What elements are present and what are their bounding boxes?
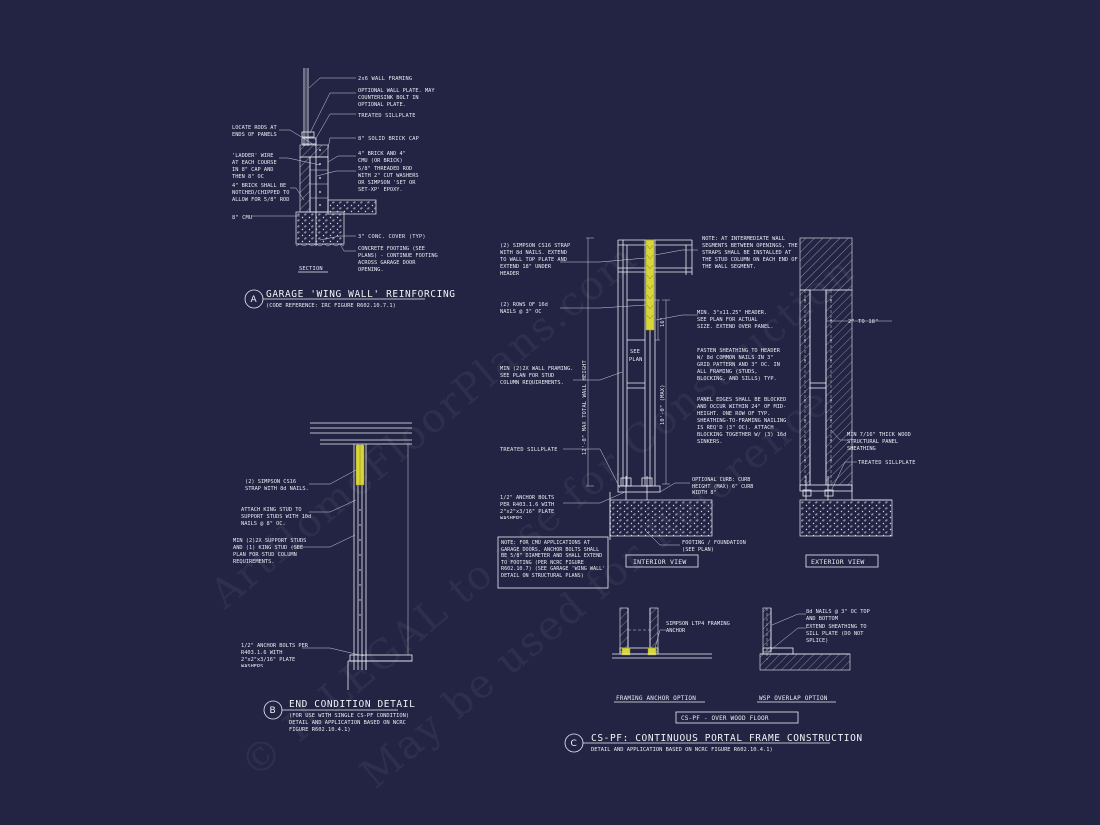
detail-a-subtitle: (CODE REFERENCE: IRC FIGURE R602.10.7.1) xyxy=(266,303,396,309)
detail-c-title-text: CS-PF: CONTINUOUS PORTAL FRAME CONSTRUCT… xyxy=(591,733,863,744)
detail-c-exterior-notes: 2" TO 18" MIN 7/16" THICK WOOD STRUCTURA… xyxy=(805,319,916,568)
exterior-view-label: EXTERIOR VIEW xyxy=(811,558,864,566)
detail-a-section xyxy=(252,68,377,252)
detail-a-title-text: GARAGE 'WING WALL' REINFORCING xyxy=(266,289,456,300)
note-a-3: TREATED SILLPLATE xyxy=(358,113,416,119)
note-a-1: 2x6 WALL FRAMING xyxy=(358,76,412,82)
note-c-2: (2) ROWS OF 16d NAILS @ 3" OC xyxy=(500,302,548,315)
interior-view-label: INTERIOR VIEW xyxy=(633,558,686,566)
see-plan-2: PLAN xyxy=(629,357,643,363)
detail-b-title: B END CONDITION DETAIL (FOR USE WITH SIN… xyxy=(263,699,415,733)
note-c-mid-1: NOTE: AT INTERMEDIATE WALL SEGMENTS BETW… xyxy=(702,236,798,270)
note-c-ext-1: MIN 7/16" THICK WOOD STRUCTURAL PANEL SH… xyxy=(847,432,911,452)
detail-c-title: C CS-PF: CONTINUOUS PORTAL FRAME CONSTRU… xyxy=(564,733,863,753)
cmu-note-box xyxy=(497,536,609,589)
detail-a-notes: 2x6 WALL FRAMING OPTIONAL WALL PLATE. MA… xyxy=(232,76,438,273)
note-c-mid-6: FOOTING / FOUNDATION (SEE PLAN) xyxy=(682,540,746,553)
note-a-4: 8" SOLID BRICK CAP xyxy=(358,136,419,142)
note-a-left-1: LOCATE RODS AT ENDS OF PANELS xyxy=(232,125,277,138)
detail-b-subtitle-2: DETAIL AND APPLICATION BASED ON NCRC xyxy=(289,720,406,726)
opt2-note-2: EXTEND SHEATHING TO SILL PLATE (DO NOT S… xyxy=(806,624,867,644)
note-a-2: OPTIONAL WALL PLATE. MAY COUNTERSINK BOL… xyxy=(358,88,435,108)
detail-c-interior-view xyxy=(560,237,713,546)
cmu-note-text: NOTE: FOR CMU APPLICATIONS AT GARAGE DOO… xyxy=(501,540,606,579)
note-c-3: MIN (2)2X WALL FRAMING. SEE PLAN FOR STU… xyxy=(500,366,574,386)
floor-label-box: CS-PF - OVER WOOD FLOOR xyxy=(675,711,799,724)
detail-b-notes: (2) SIMPSON CS16 STRAP WITH 8d NAILS. AT… xyxy=(233,479,312,667)
detail-a-bubble-letter: A xyxy=(251,295,258,305)
detail-b-title-text: END CONDITION DETAIL xyxy=(289,699,415,710)
opt2-label-text: WSP OVERLAP OPTION xyxy=(759,695,828,702)
detail-b-subtitle-3: FIGURE R602.10.4.1) xyxy=(289,727,351,733)
detail-a-title: A GARAGE 'WING WALL' REINFORCING (CODE R… xyxy=(244,289,456,309)
detail-c-subtitle: DETAIL AND APPLICATION BASED ON NCRC FIG… xyxy=(591,747,773,753)
opt2-note-1: 8d NAILS @ 3" OC TOP AND BOTTOM xyxy=(806,609,870,622)
note-b-1: (2) SIMPSON CS16 STRAP WITH 8d NAILS. xyxy=(245,479,309,492)
dim-ext-range: 2" TO 18" xyxy=(848,319,879,325)
note-a-7: 3" CONC. COVER (TYP) xyxy=(358,234,426,240)
note-a-left-4: 8" CMU xyxy=(232,215,252,221)
note-c-mid-3: FASTEN SHEATHING TO HEADER W/ 8d COMMON … xyxy=(697,348,780,382)
opt1-note: SIMPSON LTP4 FRAMING ANCHOR xyxy=(666,621,730,634)
wsp-overlap-option: 8d NAILS @ 3" OC TOP AND BOTTOM EXTEND S… xyxy=(757,607,870,703)
note-c-1: (2) SIMPSON CS16 STRAP WITH 8d NAILS. EX… xyxy=(500,243,571,277)
section-label: SECTION xyxy=(299,266,323,272)
note-a-5: 4" BRICK AND 4" CMU (OR BRICK) xyxy=(358,151,406,164)
detail-c-bubble-letter: C xyxy=(571,739,577,749)
note-c-ext-2: TREATED SILLPLATE xyxy=(858,460,916,466)
detail-c-exterior-view xyxy=(799,237,893,537)
note-c-mid-5: OPTIONAL CURB: CURB HEIGHT (MAX) 6" CURB… xyxy=(692,477,754,497)
framing-anchor-option: SIMPSON LTP4 FRAMING ANCHOR FRAMING ANCH… xyxy=(612,607,730,703)
detail-b-elevation xyxy=(292,422,413,690)
note-a-left-3: 4" BRICK SHALL BE NOTCHED/CHIPPED TO ALL… xyxy=(232,183,290,203)
detail-c-interior-notes: (2) SIMPSON CS16 STRAP WITH 8d NAILS. EX… xyxy=(497,236,798,589)
note-b-4: 1/2" ANCHOR BOLTS PER R403.1.6 WITH 2"x2… xyxy=(241,643,308,667)
interior-view-box xyxy=(625,554,699,568)
dim-max-height: 10'-0" (MAX) xyxy=(660,384,666,425)
exterior-view-box xyxy=(805,554,879,568)
see-plan-1: SEE xyxy=(630,349,640,355)
dim-total-height: 12'-0" MAX TOTAL WALL HEIGHT xyxy=(582,359,588,455)
note-a-6: 5/8" THREADED ROD WITH 2" CUT WASHERS OR… xyxy=(358,166,419,193)
note-c-5: 1/2" ANCHOR BOLTS PER R403.1.6 WITH 2"x2… xyxy=(500,495,555,519)
opt1-label: FRAMING ANCHOR OPTION xyxy=(616,695,696,702)
note-b-3: MIN (2)2X SUPPORT STUDS AND (1) KING STU… xyxy=(233,538,307,565)
detail-b-bubble-letter: B xyxy=(270,706,276,716)
note-c-4: TREATED SILLPLATE xyxy=(500,447,558,453)
floor-label: CS-PF - OVER WOOD FLOOR xyxy=(681,715,769,722)
note-c-mid-2: MIN. 3"x11.25" HEADER. SEE PLAN FOR ACTU… xyxy=(697,310,774,330)
detail-b-subtitle-1: (FOR USE WITH SINGLE CS-PF CONDITION) xyxy=(289,713,409,719)
note-a-left-2: 'LADDER' WIRE AT EACH COURSE IN 8" CAP A… xyxy=(232,153,277,180)
note-c-mid-4: PANEL EDGES SHALL BE BLOCKED AND OCCUR W… xyxy=(697,397,787,445)
dim-header-height: 16" xyxy=(660,317,666,327)
note-b-2: ATTACH KING STUD TO SUPPORT STUDS WITH 1… xyxy=(241,507,312,527)
note-a-8: CONCRETE FOOTING (SEE PLANS) - CONTINUE … xyxy=(358,246,438,273)
